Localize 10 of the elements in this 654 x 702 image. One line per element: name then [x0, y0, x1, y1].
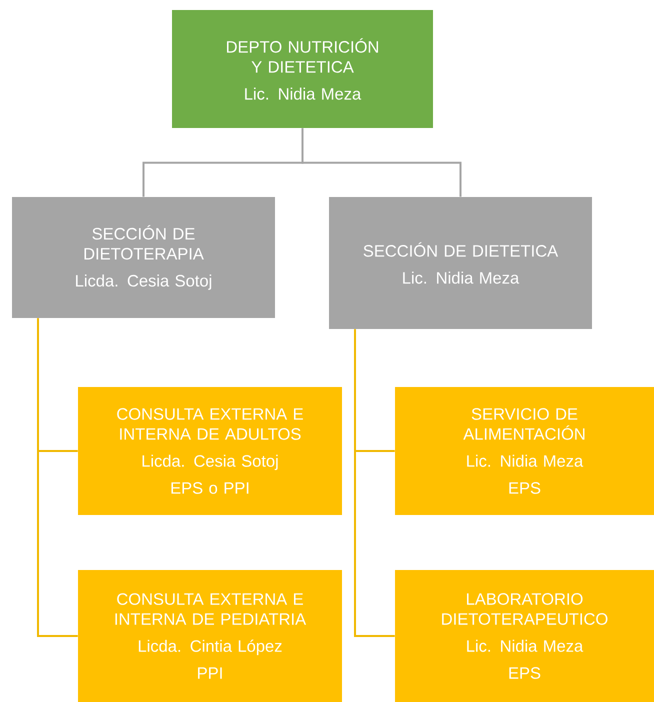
connector-line	[37, 318, 78, 637]
connector-line	[302, 128, 462, 197]
unit-box: LABORATORIO DIETOTERAPEUTICO Lic. Nidia Meza EPS	[395, 570, 654, 702]
section-box: SECCIÓN DE DIETOTERAPIA Licda. Cesia Sotoj	[12, 197, 275, 318]
unit-box: CONSULTA EXTERNA E INTERNA DE PEDIATRIA Licda. Cintia López PPI	[78, 570, 342, 702]
connector-line	[354, 329, 395, 637]
unit-box: CONSULTA EXTERNA E INTERNA DE ADULTOS Licda. Cesia Sotoj EPS o PPI	[78, 387, 342, 515]
unit-box: SERVICIO DE ALIMENTACIÓN Lic. Nidia Meza EPS	[395, 387, 654, 515]
section-box: SECCIÓN DE DIETETICA Lic. Nidia Meza	[329, 197, 592, 329]
department-box: DEPTO NUTRICIÓN Y DIETETICA Lic. Nidia Meza	[172, 10, 433, 128]
